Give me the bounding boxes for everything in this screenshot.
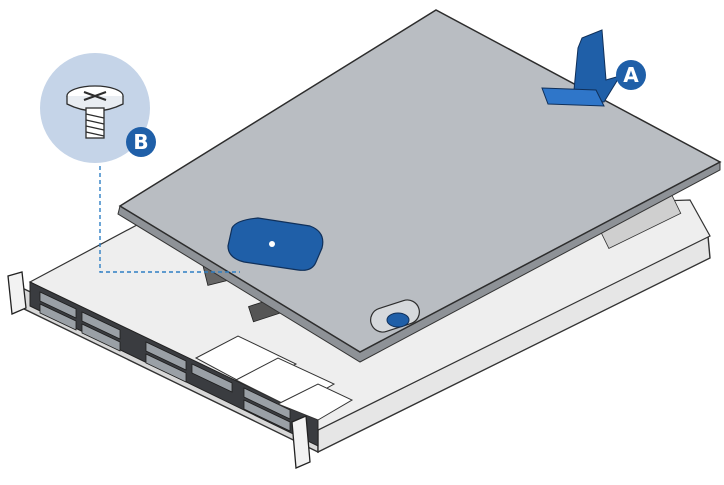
drive-bay <box>81 323 121 352</box>
rack-handle-right <box>291 415 311 469</box>
drive-bays <box>39 291 291 432</box>
drive-bay <box>39 303 77 331</box>
grip-dimple <box>269 241 275 247</box>
cover-latch-button <box>386 312 410 328</box>
drive-bay <box>191 363 233 393</box>
rack-handle-left <box>7 271 27 315</box>
drive-bay <box>145 353 187 383</box>
cover-grip-handle <box>227 217 324 271</box>
drive-bay <box>39 291 77 319</box>
drive-bay <box>243 399 291 432</box>
screw-callout: B <box>40 53 240 273</box>
screw-leader-line <box>99 166 240 273</box>
interior-panel <box>276 383 354 421</box>
arrow-down-left-icon <box>541 29 622 107</box>
drive-bay <box>243 387 291 420</box>
callout-b-label: B <box>133 130 148 154</box>
screw-icon <box>66 85 124 139</box>
drive-bay <box>81 311 121 340</box>
drive-bay <box>145 341 187 371</box>
callout-a: A <box>616 60 646 90</box>
callout-a-label: A <box>623 63 639 87</box>
